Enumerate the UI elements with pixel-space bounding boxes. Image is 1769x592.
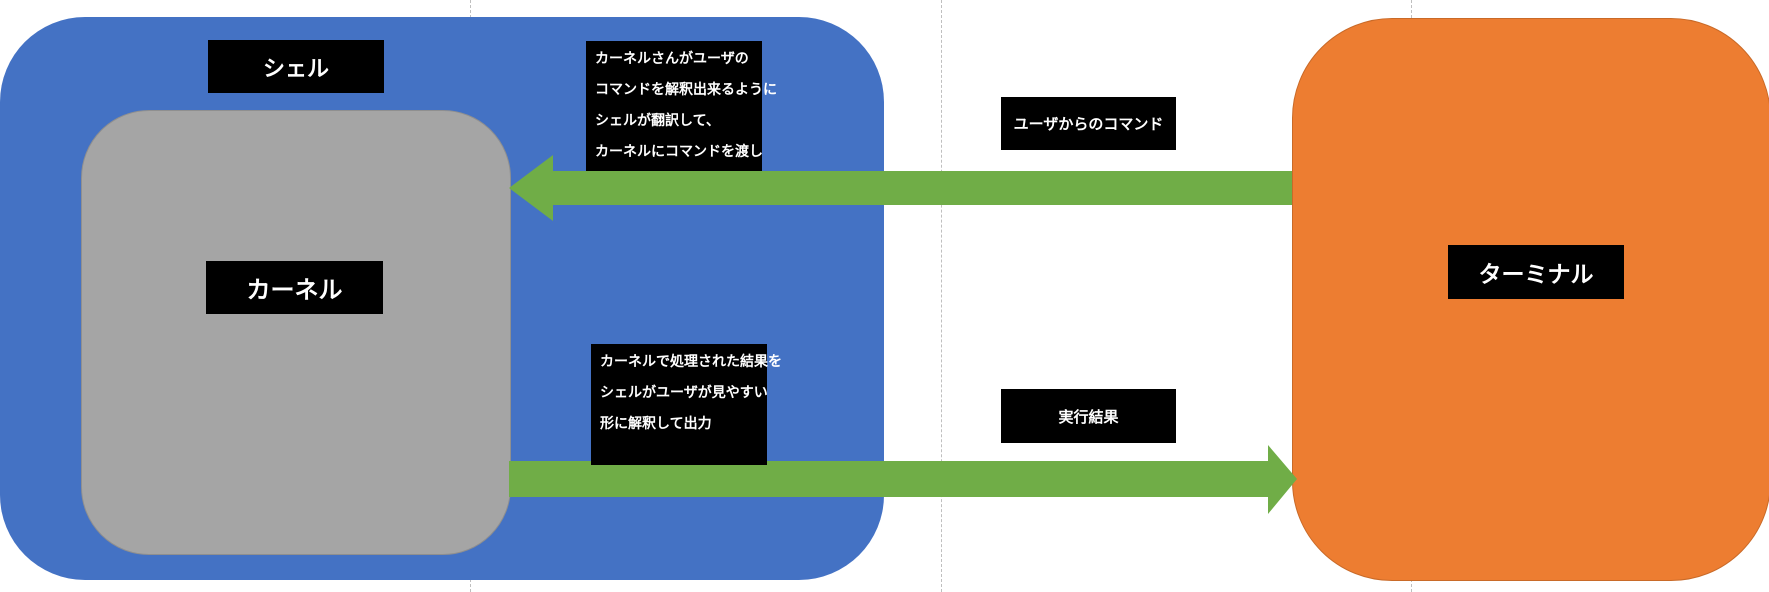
command-arrow-label: ユーザからのコマンド — [1001, 97, 1176, 150]
note-line: カーネルさんがユーザの — [595, 51, 749, 67]
terminal-container — [1292, 18, 1769, 581]
shell-label: シェル — [208, 40, 384, 93]
guide-line-2 — [941, 0, 942, 592]
terminal-label: ターミナル — [1448, 245, 1624, 299]
note-line: シェルが翻訳して、 — [595, 113, 720, 129]
note-line: コマンドを解釈出来るように — [595, 82, 777, 98]
command-arrow — [509, 155, 1292, 221]
kernel-label: カーネル — [206, 261, 383, 314]
result-arrow-label: 実行結果 — [1001, 389, 1176, 443]
note-line: カーネルで処理された結果を — [600, 354, 782, 370]
note-line: シェルがユーザが見やすい — [600, 385, 768, 401]
note-line: カーネルにコマンドを渡し — [595, 144, 763, 160]
shell-to-kernel-note: カーネルさんがユーザの コマンドを解釈出来るように シェルが翻訳して、 カーネル… — [586, 41, 777, 171]
note-line: 形に解釈して出力 — [600, 416, 712, 432]
kernel-container — [81, 110, 511, 555]
kernel-to-shell-note: カーネルで処理された結果を シェルがユーザが見やすい 形に解釈して出力 — [591, 344, 782, 465]
